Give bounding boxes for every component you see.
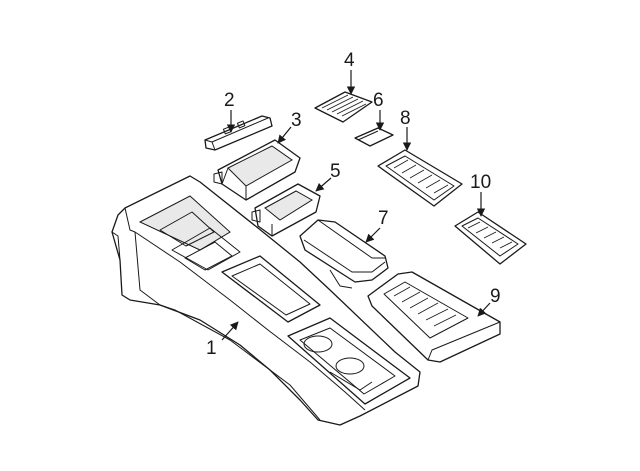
part-8-mat[interactable] [377,149,463,207]
callout-10: 10 [470,172,491,193]
callout-8: 8 [400,108,411,129]
callout-9: 9 [490,286,501,307]
callout-5: 5 [330,161,341,182]
callout-labels: 1 2 3 4 5 6 7 8 9 10 [206,50,501,359]
callout-2: 2 [224,90,235,111]
callout-6: 6 [373,90,384,111]
part-5-cupholder-insert[interactable] [251,183,321,237]
callout-3: 3 [291,110,302,131]
part-4-mat[interactable] [314,91,373,123]
callout-7: 7 [378,208,389,229]
part-7-armrest-lid[interactable] [299,219,389,289]
part-9-mat[interactable] [367,271,501,363]
callout-1: 1 [206,338,217,359]
leader-lines [221,70,491,341]
callout-4: 4 [344,50,355,71]
part-2-trim-strip[interactable] [204,115,273,151]
part-3-storage-tray[interactable] [213,139,301,201]
part-10-mat[interactable] [454,211,527,265]
part-1-center-console[interactable] [111,175,421,426]
part-6-tab[interactable] [354,127,394,147]
